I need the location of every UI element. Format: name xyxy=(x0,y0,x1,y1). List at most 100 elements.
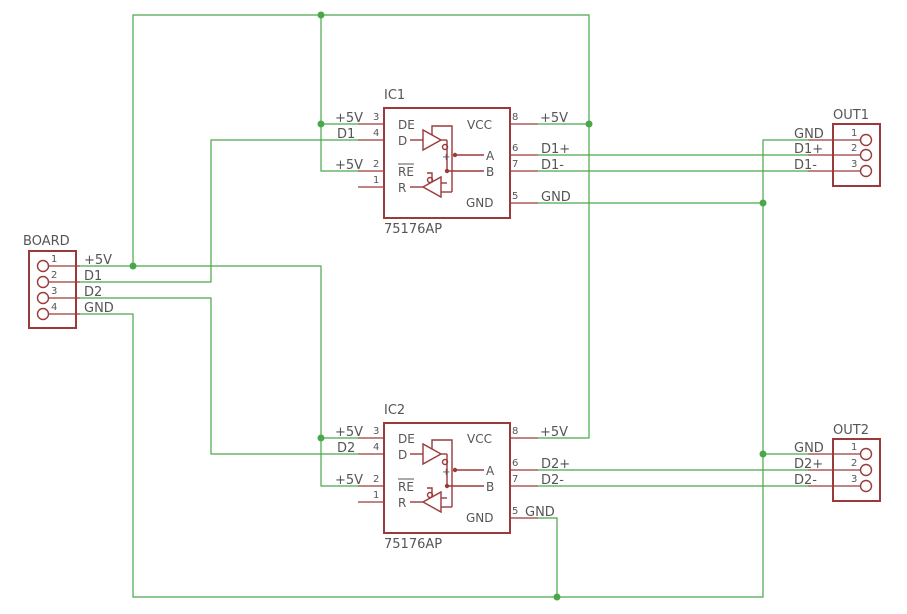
net-label: +5V xyxy=(84,253,112,268)
junction-dot xyxy=(317,434,325,442)
ic1-net-labels: +5V D1 +5V +5V D1+ D1- GND xyxy=(335,111,571,205)
board-pinnum: 4 xyxy=(51,302,57,313)
ic2-pinnum-gnd: 5 xyxy=(512,506,518,517)
driver-icon xyxy=(410,125,453,171)
net-label: +5V xyxy=(335,111,363,126)
net-label: +5V xyxy=(540,111,568,126)
junction-dot xyxy=(585,120,593,128)
ic2-pinnum-re: 2 xyxy=(373,474,379,485)
ic1-label-a: A xyxy=(486,149,495,163)
out2-name: OUT2 xyxy=(833,423,869,438)
net-label: D1 xyxy=(84,269,102,284)
junction-dot xyxy=(317,11,325,19)
junction-dot xyxy=(759,450,767,458)
ic1-label-r: R xyxy=(398,181,406,195)
out1-name: OUT1 xyxy=(833,108,869,123)
ic1-value: 75176AP xyxy=(384,222,442,237)
net-label: +5V xyxy=(540,425,568,440)
out2-pin-circle xyxy=(859,463,873,477)
junction-dot xyxy=(317,120,325,128)
ic2-pinnum-d: 4 xyxy=(373,442,379,453)
out1-pin-circle xyxy=(859,164,873,178)
ic2-label-a: A xyxy=(486,464,495,478)
ic2-pinnum-a: 6 xyxy=(512,458,518,469)
receiver-icon xyxy=(410,155,453,199)
junction-dot xyxy=(553,593,561,601)
ic1-label-b: B xyxy=(486,165,494,179)
board-name: BOARD xyxy=(23,234,70,249)
net-label: D1 xyxy=(337,127,355,142)
net-label: D2 xyxy=(337,441,355,456)
board-connector[interactable]: BOARD 1 2 3 4 +5V D1 D2 GND xyxy=(23,234,114,329)
ic2-label-d: D xyxy=(398,448,407,462)
net-label: D2 xyxy=(84,285,102,300)
ic2-pinnum-r: 1 xyxy=(373,490,379,501)
ic1-label-de: DE xyxy=(398,118,415,132)
net-label: GND xyxy=(525,505,555,520)
out1-pin-circle xyxy=(859,148,873,162)
wires xyxy=(80,14,808,598)
ic2-value: 75176AP xyxy=(384,537,442,552)
wire-d2 xyxy=(80,297,358,455)
ic1-pinnum-a: 6 xyxy=(512,143,518,154)
board-pinnum: 2 xyxy=(51,270,57,281)
ic2-name: IC2 xyxy=(384,403,405,418)
net-label: D1+ xyxy=(794,142,823,157)
net-label: D2+ xyxy=(541,457,570,472)
board-body xyxy=(28,250,77,329)
ic1-pinnum-d: 4 xyxy=(373,128,379,139)
out2-pinnum: 2 xyxy=(851,458,857,469)
net-label: D2+ xyxy=(794,457,823,472)
ic2-label-re: RE xyxy=(398,480,414,494)
net-label: D1+ xyxy=(541,142,570,157)
board-pinnum: 3 xyxy=(51,286,57,297)
ic1-pinnum-vcc: 8 xyxy=(512,112,518,123)
net-label: GND xyxy=(794,441,824,456)
ic1-pinnum-re: 2 xyxy=(373,159,379,170)
net-label: D1- xyxy=(541,158,564,173)
ic2-pinnum-de: 3 xyxy=(373,426,379,437)
junction-dot xyxy=(129,262,137,270)
ic1-pinnum-b: 7 xyxy=(512,159,518,170)
ic2-label-gnd: GND xyxy=(466,511,494,525)
board-pin-circle xyxy=(36,259,50,273)
ic1-pinnum-r: 1 xyxy=(373,175,379,186)
board-pin-circle xyxy=(36,275,50,289)
out1-pinnum: 1 xyxy=(851,128,857,139)
junction-dot xyxy=(759,199,767,207)
net-label: D1- xyxy=(794,158,817,173)
wire-5v-ic1-left xyxy=(320,15,358,125)
ic1-label-gnd: GND xyxy=(466,196,494,210)
wire-gnd-ic2 xyxy=(538,517,558,597)
net-label: +5V xyxy=(335,425,363,440)
net-label: +5V xyxy=(335,158,363,173)
out1-pinnum: 3 xyxy=(851,159,857,170)
out2-connector[interactable]: OUT2 1 2 3 GND D2+ D2- xyxy=(794,423,881,502)
net-label: D2- xyxy=(541,473,564,488)
ic1-component[interactable]: IC1 75176AP 3 4 2 1 8 6 7 5 DE D RE R VC… xyxy=(358,88,538,237)
net-label: GND xyxy=(794,127,824,142)
ic1-label-re: RE xyxy=(398,165,414,179)
net-label: GND xyxy=(84,301,114,316)
wire-5v-top-loop xyxy=(132,14,590,439)
ic1-label-d: D xyxy=(398,134,407,148)
board-pinnum: 1 xyxy=(51,254,57,265)
ic2-plus-sign: + xyxy=(442,467,450,478)
ic2-label-vcc: VCC xyxy=(467,432,492,446)
wire-gnd-board xyxy=(80,139,808,598)
ic1-label-vcc: VCC xyxy=(467,118,492,132)
ic1-pinnum-de: 3 xyxy=(373,112,379,123)
ic2-net-labels: +5V D2 +5V +5V D2+ D2- GND xyxy=(335,425,570,520)
ic2-component[interactable]: IC2 75176AP 3 4 2 1 8 6 7 5 DE D RE R VC… xyxy=(358,403,538,552)
out2-pin-circle xyxy=(859,447,873,461)
ic2-label-r: R xyxy=(398,496,406,510)
out1-pin-circle xyxy=(859,133,873,147)
out1-connector[interactable]: OUT1 1 2 3 GND D1+ D1- xyxy=(794,108,881,187)
ic1-plus-sign: + xyxy=(442,152,450,163)
net-label: D2- xyxy=(794,473,817,488)
ic2-pinnum-b: 7 xyxy=(512,474,518,485)
net-label: +5V xyxy=(335,473,363,488)
board-pin-circle xyxy=(36,307,50,321)
receiver-icon xyxy=(410,470,453,514)
